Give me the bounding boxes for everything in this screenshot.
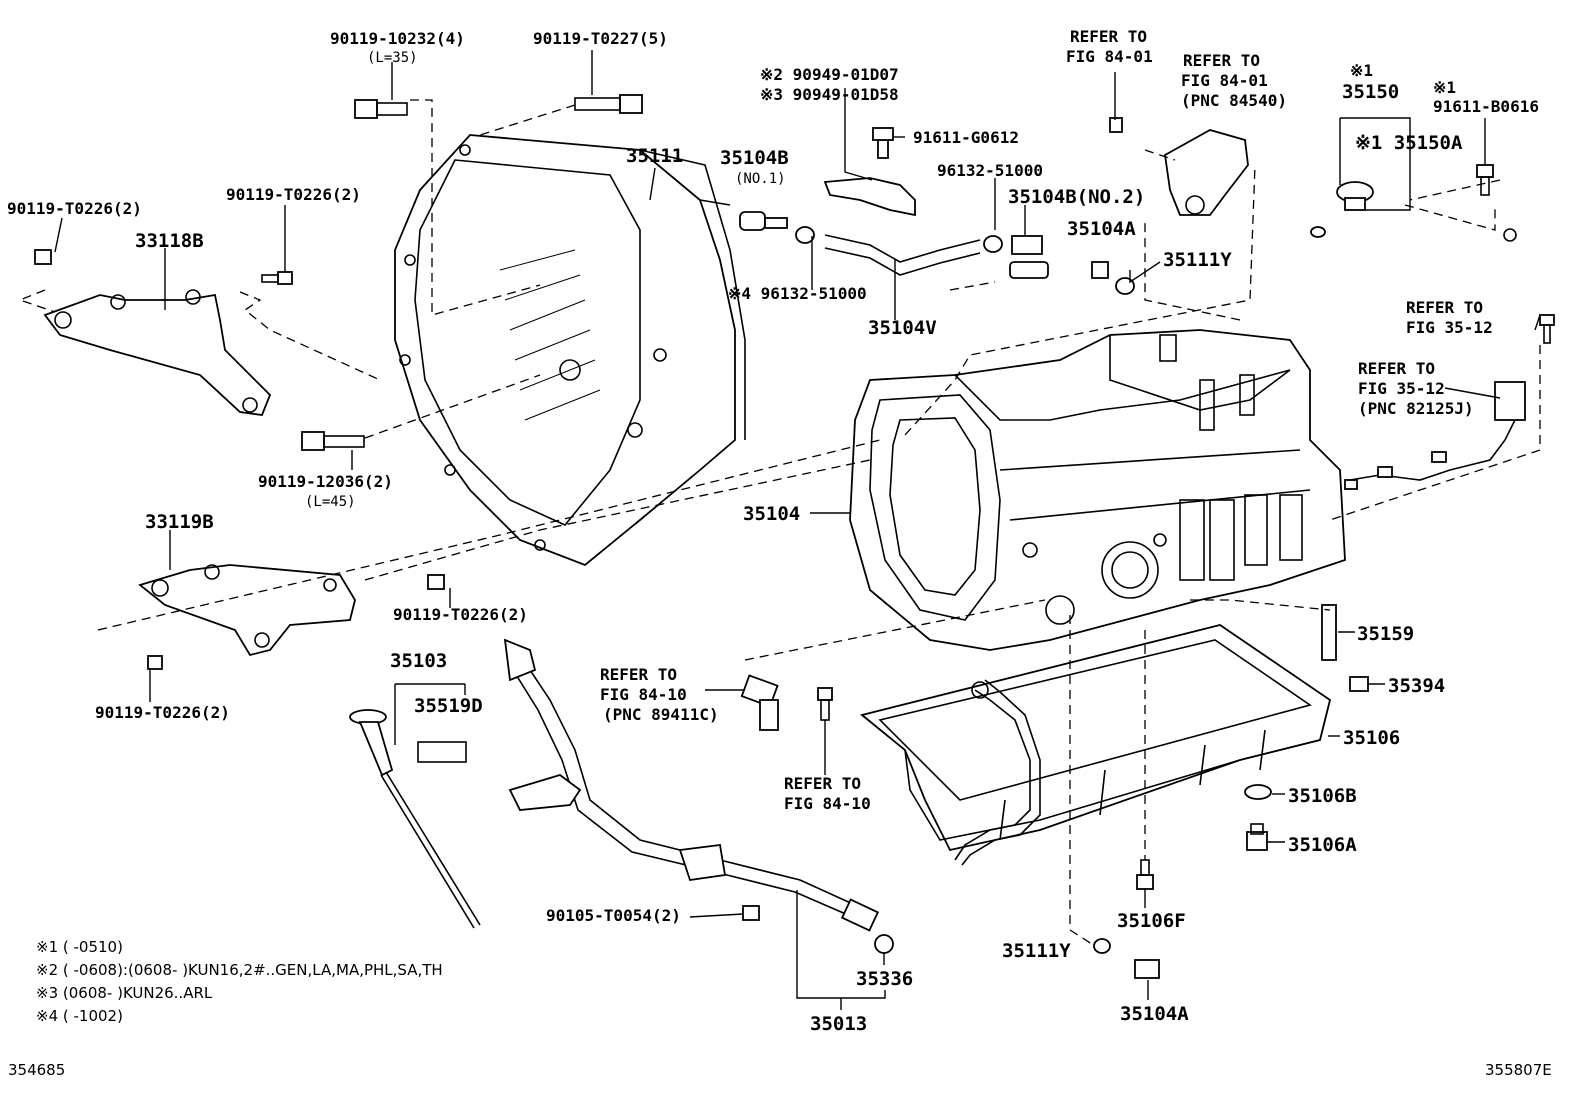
label-35150: 35150 <box>1342 81 1399 103</box>
label-90105-T0054: 90105-T0054(2) <box>546 906 681 925</box>
oil-pan-35106 <box>860 624 1332 866</box>
transmission-case-35104 <box>849 329 1346 651</box>
small-parts <box>874 226 1369 979</box>
label-90949-01D58: ※3 90949-01D58 <box>760 85 899 104</box>
label-fig-84-10-a: FIG 84-10 <box>600 685 687 704</box>
oil-filler-tube-35013 <box>503 638 880 932</box>
wire-harness-82125J <box>1344 314 1555 490</box>
label-35106: 35106 <box>1343 727 1400 749</box>
label-90119-T0227: 90119-T0227(5) <box>533 29 668 48</box>
label-90119-T0226-a: 90119-T0226(2) <box>7 199 142 218</box>
footer-left-id: 354685 <box>8 1061 65 1079</box>
part-labels: 90119-10232(4) (L=35) 90119-T0227(5) 901… <box>7 27 1539 1035</box>
label-35104B: 35104B <box>720 147 789 169</box>
label-35519D: 35519D <box>414 695 483 717</box>
label-90119-10232: 90119-10232(4) <box>330 29 465 48</box>
label-35104V: 35104V <box>868 317 937 339</box>
label-refer-to-6: REFER TO <box>784 774 861 793</box>
sensor-35150 <box>1336 164 1517 242</box>
label-35106B: 35106B <box>1288 785 1357 807</box>
label-x1-b: ※1 <box>1433 78 1456 97</box>
label-35104: 35104 <box>743 503 800 525</box>
note-1: ※1 ( -0510) <box>36 938 123 956</box>
label-35104A-a: 35104A <box>1067 218 1136 240</box>
label-35104A-b: 35104A <box>1120 1003 1189 1025</box>
label-35111: 35111 <box>626 145 683 167</box>
label-90119-T0226-c: 90119-T0226(2) <box>393 605 528 624</box>
footer: 354685 355807E <box>8 1061 1552 1079</box>
label-35111Y-b: 35111Y <box>1002 940 1071 962</box>
note-2: ※2 ( -0608):(0608- )KUN16,2#..GEN,LA,MA,… <box>36 961 443 979</box>
label-fig-84-01-a: FIG 84-01 <box>1066 47 1153 66</box>
bracket-33119B <box>138 564 356 657</box>
leader-lines <box>54 50 1541 1010</box>
label-35013: 35013 <box>810 1013 867 1035</box>
label-pnc-84540: (PNC 84540) <box>1181 91 1287 110</box>
label-91611-G0612: 91611-G0612 <box>913 128 1019 147</box>
pipe-clamp-90949 <box>823 127 916 217</box>
label-33119B: 33119B <box>145 511 214 533</box>
label-35394: 35394 <box>1388 675 1445 697</box>
label-35106A: 35106A <box>1288 834 1357 856</box>
label-pnc-82125J: (PNC 82125J) <box>1358 399 1474 418</box>
note-3: ※3 (0608- )KUN26..ARL <box>36 984 213 1002</box>
label-35159: 35159 <box>1357 623 1414 645</box>
label-refer-to-5: REFER TO <box>600 665 677 684</box>
label-fig-35-12-a: FIG 35-12 <box>1406 318 1493 337</box>
label-refer-to-1: REFER TO <box>1070 27 1147 46</box>
label-refer-to-3: REFER TO <box>1406 298 1483 317</box>
label-fig-35-12-b: FIG 35-12 <box>1358 379 1445 398</box>
label-35103: 35103 <box>390 650 447 672</box>
solenoid-84540 <box>1109 117 1249 216</box>
label-90119-T0226-d: 90119-T0226(2) <box>95 703 230 722</box>
label-l45: (L=45) <box>305 494 356 510</box>
footer-right-id: 355807E <box>1485 1061 1552 1079</box>
label-fig-84-10-b: FIG 84-10 <box>784 794 871 813</box>
label-33118B: 33118B <box>135 230 204 252</box>
label-fig-84-01-b: FIG 84-01 <box>1181 71 1268 90</box>
applicability-notes: ※1 ( -0510) ※2 ( -0608):(0608- )KUN16,2#… <box>36 938 443 1025</box>
dipstick-35103 <box>349 709 481 929</box>
note-4: ※4 ( -1002) <box>36 1007 123 1025</box>
bolts <box>34 94 760 921</box>
label-refer-to-4: REFER TO <box>1358 359 1435 378</box>
bell-housing-35111 <box>394 134 746 567</box>
label-35106F: 35106F <box>1117 910 1186 932</box>
label-96132-51000-b: ※4 96132-51000 <box>728 284 867 303</box>
hose-35104V <box>739 211 1049 279</box>
assembly-dashed-lines <box>18 99 1541 947</box>
bracket-33118B <box>43 289 272 416</box>
label-35111Y-a: 35111Y <box>1163 249 1232 271</box>
label-l35: (L=35) <box>367 50 418 66</box>
label-96132-51000-a: 96132-51000 <box>937 161 1043 180</box>
label-35150A: ※1 35150A <box>1355 132 1463 154</box>
label-no1: (NO.1) <box>735 171 786 187</box>
label-refer-to-2: REFER TO <box>1183 51 1260 70</box>
speed-sensor-89411C <box>740 674 833 731</box>
label-91611-B0616: 91611-B0616 <box>1433 97 1539 116</box>
label-35104B-no2: 35104B(NO.2) <box>1008 186 1145 208</box>
label-x1-a: ※1 <box>1350 61 1373 80</box>
label-pnc-89411C: (PNC 89411C) <box>603 705 719 724</box>
label-35336: 35336 <box>856 968 913 990</box>
label-90119-T0226-b: 90119-T0226(2) <box>226 185 361 204</box>
label-90949-01D07: ※2 90949-01D07 <box>760 65 899 84</box>
label-90119-12036: 90119-12036(2) <box>258 472 393 491</box>
